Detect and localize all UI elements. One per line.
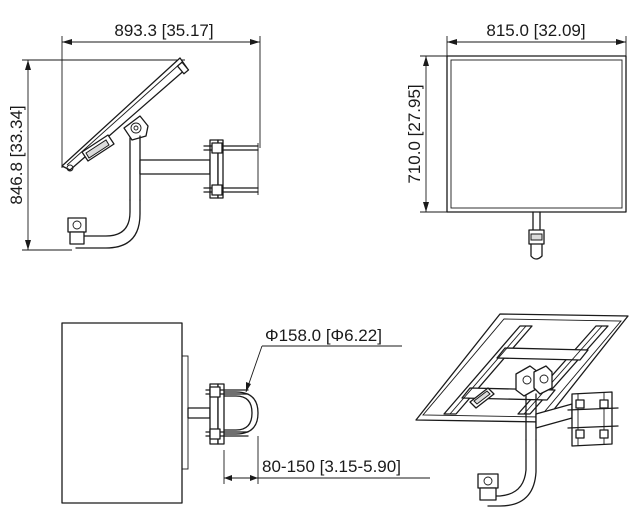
top-view: Φ158.0 [Φ6.22] 80-150 [3.15-5.90] xyxy=(61,322,430,504)
iso-arm-end-cap xyxy=(477,473,499,489)
mounting-arm xyxy=(139,159,211,175)
solar-panel-front xyxy=(446,55,627,213)
front-height-dimension: 710.0 [27.95] xyxy=(405,84,424,183)
front-width-dimension: 815.0 [32.09] xyxy=(486,21,585,40)
side-width-dimension: 893.3 [35.17] xyxy=(114,21,213,40)
side-view: 893.3 [35.17] 846.8 [33.34] xyxy=(7,21,261,251)
isometric-view xyxy=(415,313,629,507)
pole-diameter-dimension: Φ158.0 [Φ6.22] xyxy=(265,326,382,345)
u-bolt xyxy=(223,391,259,435)
tilt-bracket xyxy=(123,115,149,141)
solar-panel-top xyxy=(61,322,183,504)
side-height-dimension: 846.8 [33.34] xyxy=(7,105,26,204)
top-mounting-arm xyxy=(187,407,211,419)
front-view: 815.0 [32.09] 710.0 [27.95] xyxy=(405,21,627,260)
arm-end-cap xyxy=(67,217,87,233)
clamp-range-dimension: 80-150 [3.15-5.90] xyxy=(262,457,401,476)
